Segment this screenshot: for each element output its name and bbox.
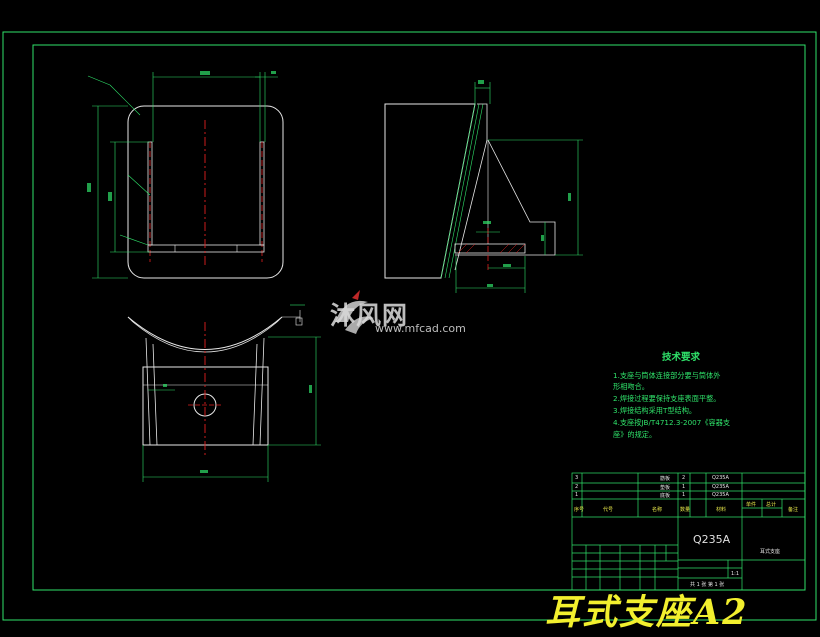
header-material: 材料 [716,507,727,513]
bom-no: 3 [575,475,579,481]
side-view [384,80,583,293]
title-block-material: Q235A [693,533,731,546]
tech-requirement-line: 1.支座与筒体连接部分要与筒体外 [613,371,721,380]
top-view [127,304,321,482]
tech-requirement-line: 座》的规定。 [613,430,657,439]
bom-no: 1 [575,492,579,498]
front-base-plate [147,244,265,253]
side-pad [384,103,476,279]
top-view-pad-arc [127,316,283,350]
watermark-logo [335,290,374,334]
top-view-base-plate [142,366,269,446]
header-unit-weight: 单件 [746,502,757,508]
bom-name: 底板 [660,493,671,499]
bom-material: Q235A [712,492,729,498]
bom-no: 2 [575,484,579,490]
front-view-outline [127,105,284,279]
header-code: 代号 [603,507,614,513]
tech-requirements-title: 技术要求 [662,352,701,363]
bom-qty: 2 [682,475,686,481]
bom-name: 垫板 [660,485,671,491]
drawing-stamp-title: 耳式支座A2 [545,592,749,633]
tech-requirement-line: 2.焊接过程要保持支座表面平整。 [613,394,721,403]
bom-qty: 1 [682,484,686,490]
watermark-brand: 沐风网 [330,301,409,330]
tech-requirement-line: 形相吻合。 [613,382,649,391]
title-block-sheet-info: 共 1 张 第 1 张 [690,582,725,588]
title-block-part-name: 耳式支座 [760,549,781,555]
title-block-scale: 1:1 [731,571,740,577]
tech-requirement-line: 4.支座按JB/T4712.3-2007《容器支 [613,418,731,427]
outer-frame [2,31,817,621]
title-block [571,472,806,591]
front-view [87,71,284,279]
header-qty: 数量 [680,507,691,513]
header-no: 序号 [574,507,585,513]
bom-material: Q235A [712,484,729,490]
inner-frame [32,44,806,591]
side-base-plate [454,243,526,254]
header-name: 名称 [652,507,663,513]
header-total-weight: 总计 [766,502,777,508]
front-rib-right [259,141,265,246]
bom-qty: 1 [682,492,686,498]
tech-requirement-line: 3.焊接结构采用T型结构。 [613,406,697,415]
header-remark: 备注 [788,507,799,513]
bom-material: Q235A [712,475,729,481]
side-rib [455,139,556,256]
watermark-url: www.mfcad.com [375,322,466,335]
bom-name: 筋板 [660,476,671,482]
